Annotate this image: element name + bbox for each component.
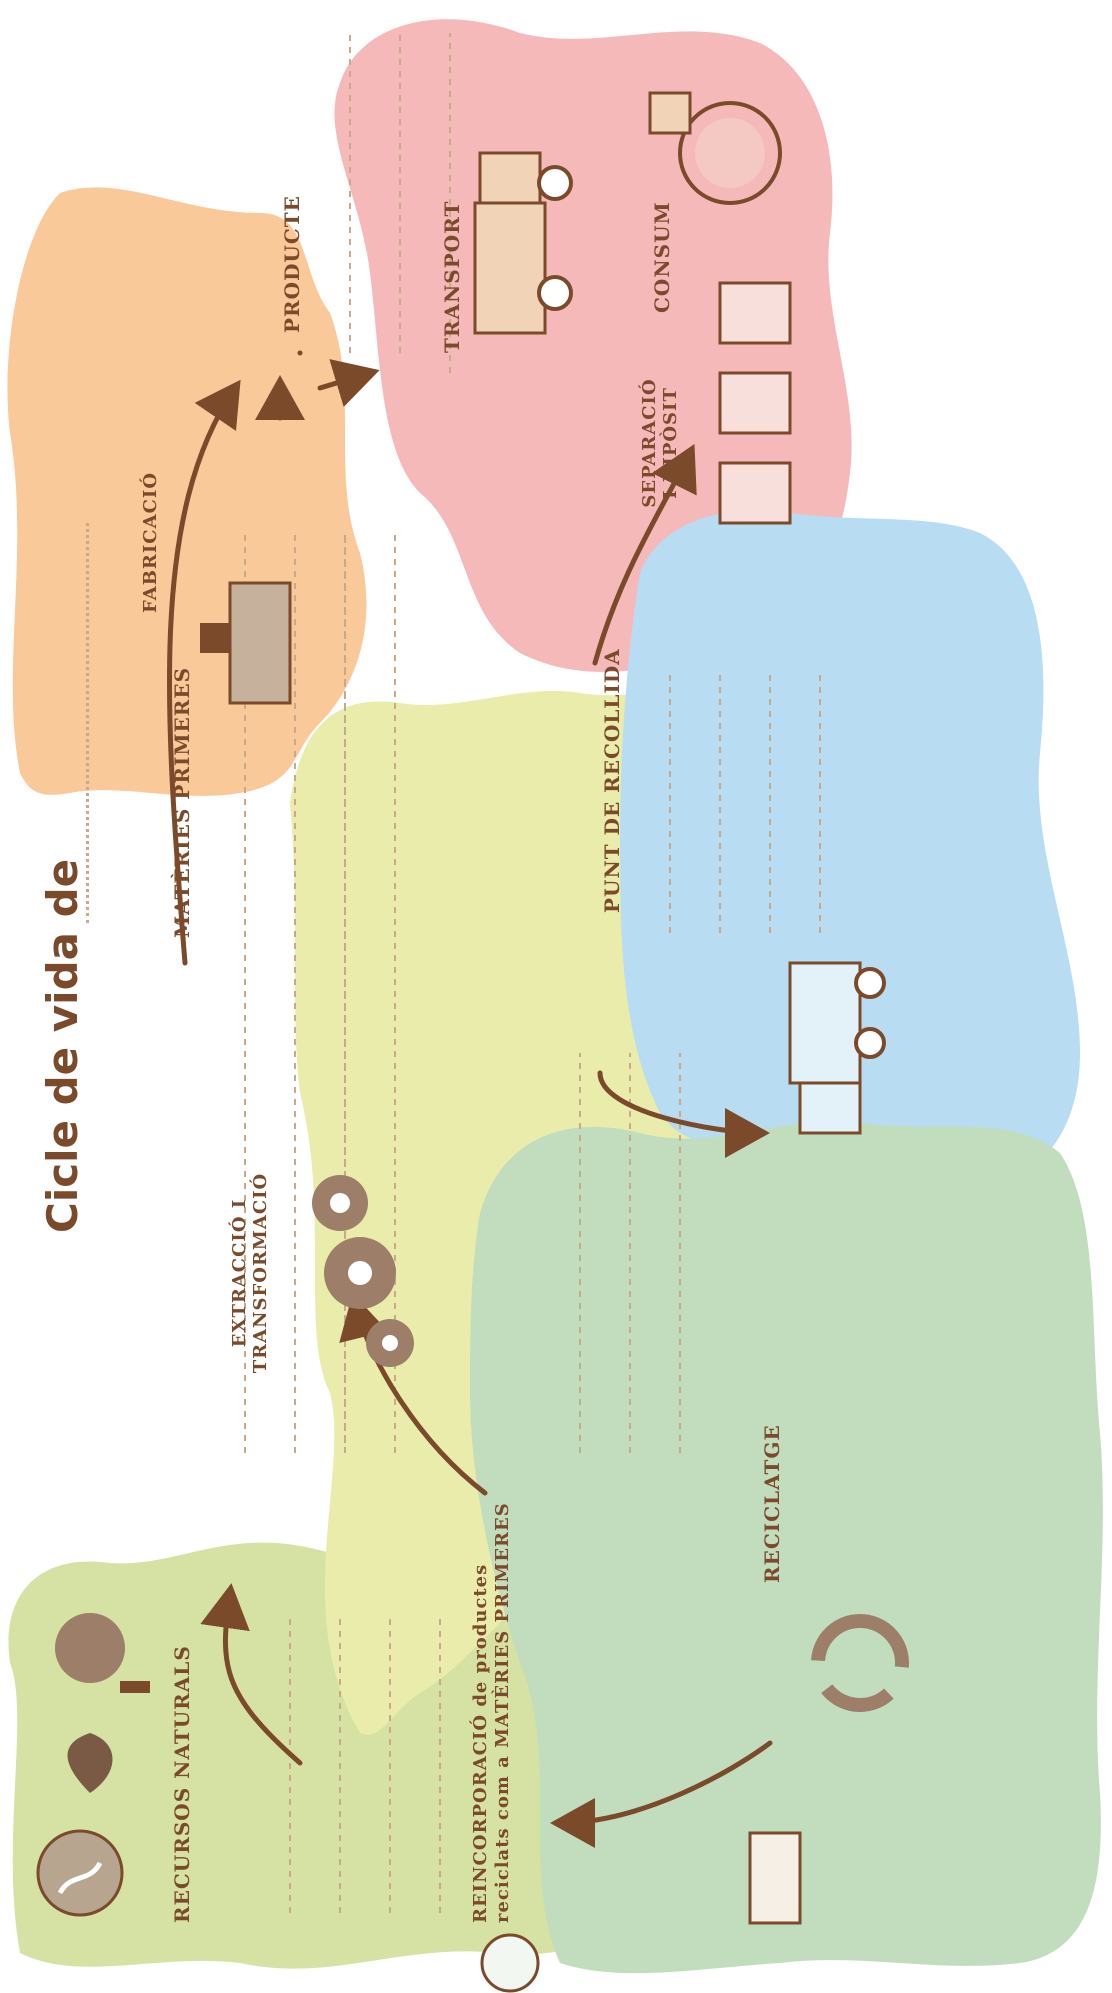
energy-recycle-icon: [482, 1935, 538, 1991]
earth-icon: [38, 1831, 122, 1915]
edge-fabricacio: FABRICACIÓ: [140, 472, 161, 613]
edge-separacio: SEPARACIÓ I DIPÒSIT: [640, 333, 681, 553]
node-reciclatge: RECICLATGE: [760, 1424, 784, 1583]
edge-extraccio-line1: EXTRACCIÓ I: [230, 1153, 251, 1393]
edge-separacio-line2: I DIPÒSIT: [661, 333, 682, 553]
edge-reincorporacio-line1: REINCORPORACIÓ de productes: [470, 1502, 492, 1923]
recycling-bin-icon: [720, 283, 790, 523]
plant-factory-icon: [750, 1833, 800, 1923]
page-title: Cicle de vida de: [38, 859, 87, 1233]
node-consum: CONSUM: [650, 201, 674, 313]
edge-reincorporacio-line2: reciclats com a MATÈRIES PRIMERES: [492, 1502, 514, 1923]
edge-reincorporacio: REINCORPORACIÓ de productes reciclats co…: [470, 1502, 513, 1923]
node-materies-primeres: MATÈRIES PRIMERES: [170, 667, 194, 938]
node-punt-de-recollida: PUNT DE RECOLLIDA: [600, 648, 624, 913]
node-transport: TRANSPORT: [440, 201, 464, 353]
title-blank-line: [86, 523, 89, 923]
edge-separacio-line1: SEPARACIÓ: [640, 333, 661, 553]
node-recursos-naturals: RECURSOS NATURALS: [170, 1645, 194, 1923]
edge-extraccio-line2: TRANSFORMACIÓ: [251, 1153, 272, 1393]
node-producte: PRODUCTE: [280, 195, 304, 333]
edge-extraccio: EXTRACCIÓ I TRANSFORMACIÓ: [230, 1153, 271, 1393]
